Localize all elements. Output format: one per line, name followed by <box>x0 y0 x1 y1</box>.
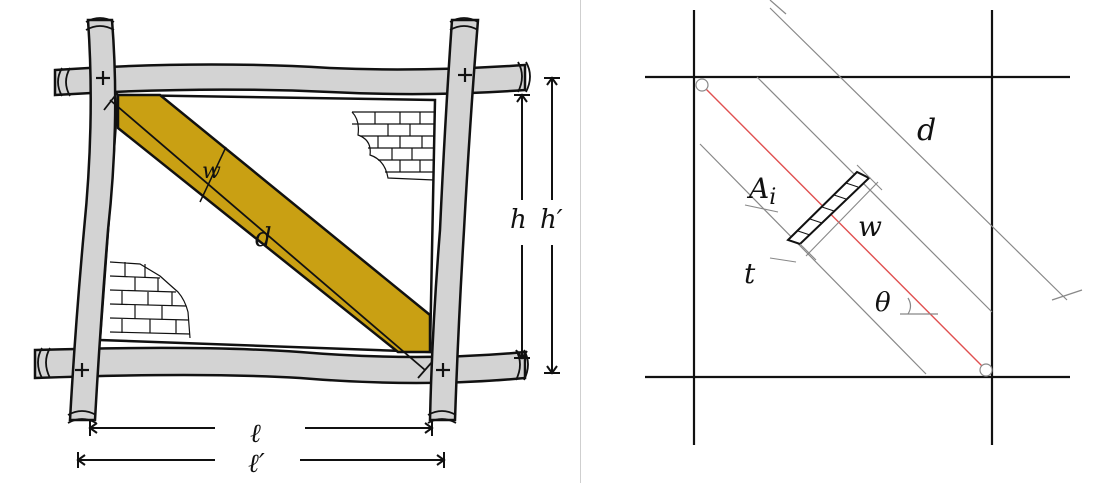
l-dimension <box>88 420 434 436</box>
h-label: h <box>510 205 527 235</box>
infilled-frame-diagram: w d h h′ ℓ ℓ′ <box>33 17 563 479</box>
area-label: Ai <box>746 172 776 210</box>
d-label: d <box>255 223 272 253</box>
h-dimension <box>514 93 530 360</box>
strut-geometry-diagram: d Ai w t θ <box>620 0 1105 483</box>
l-label: ℓ <box>250 419 261 449</box>
h-prime-dimension <box>544 76 560 375</box>
w-label: w <box>202 159 221 184</box>
break-marks <box>37 17 531 424</box>
d-label: d <box>917 113 936 148</box>
strut-end-ticks <box>103 91 433 379</box>
infilled-frame-svg: w d h h′ ℓ ℓ′ <box>33 17 563 479</box>
strut-geometry-svg: d Ai w t θ <box>645 0 1083 445</box>
w-label: w <box>858 210 882 243</box>
panel-divider <box>580 0 581 483</box>
l-prime-label: ℓ′ <box>248 449 265 479</box>
area-subscript: i <box>769 185 776 210</box>
diagonal-start-node <box>695 78 709 92</box>
strut-guide-lines <box>699 7 1068 375</box>
frame-grid <box>645 10 1070 445</box>
l-prime-dimension <box>76 452 446 468</box>
right-column <box>428 18 480 422</box>
joint-markers <box>75 68 472 377</box>
diagonal-centerline <box>701 84 987 371</box>
strut-centerline <box>109 99 426 371</box>
w-dimension-line <box>199 146 227 203</box>
diagonal-end-node <box>979 363 993 377</box>
theta-arc <box>907 297 912 315</box>
theta-label: θ <box>875 288 891 318</box>
diagonal-strut <box>116 93 432 354</box>
left-column <box>68 18 117 422</box>
t-label: t <box>744 257 756 290</box>
h-prime-label: h′ <box>540 205 563 235</box>
brick-pattern-top-right <box>351 111 435 181</box>
dimension-helpers <box>744 164 883 263</box>
top-beam <box>53 63 527 97</box>
brick-pattern-bottom-left <box>109 261 191 339</box>
guide-end-ticks <box>769 0 1083 301</box>
